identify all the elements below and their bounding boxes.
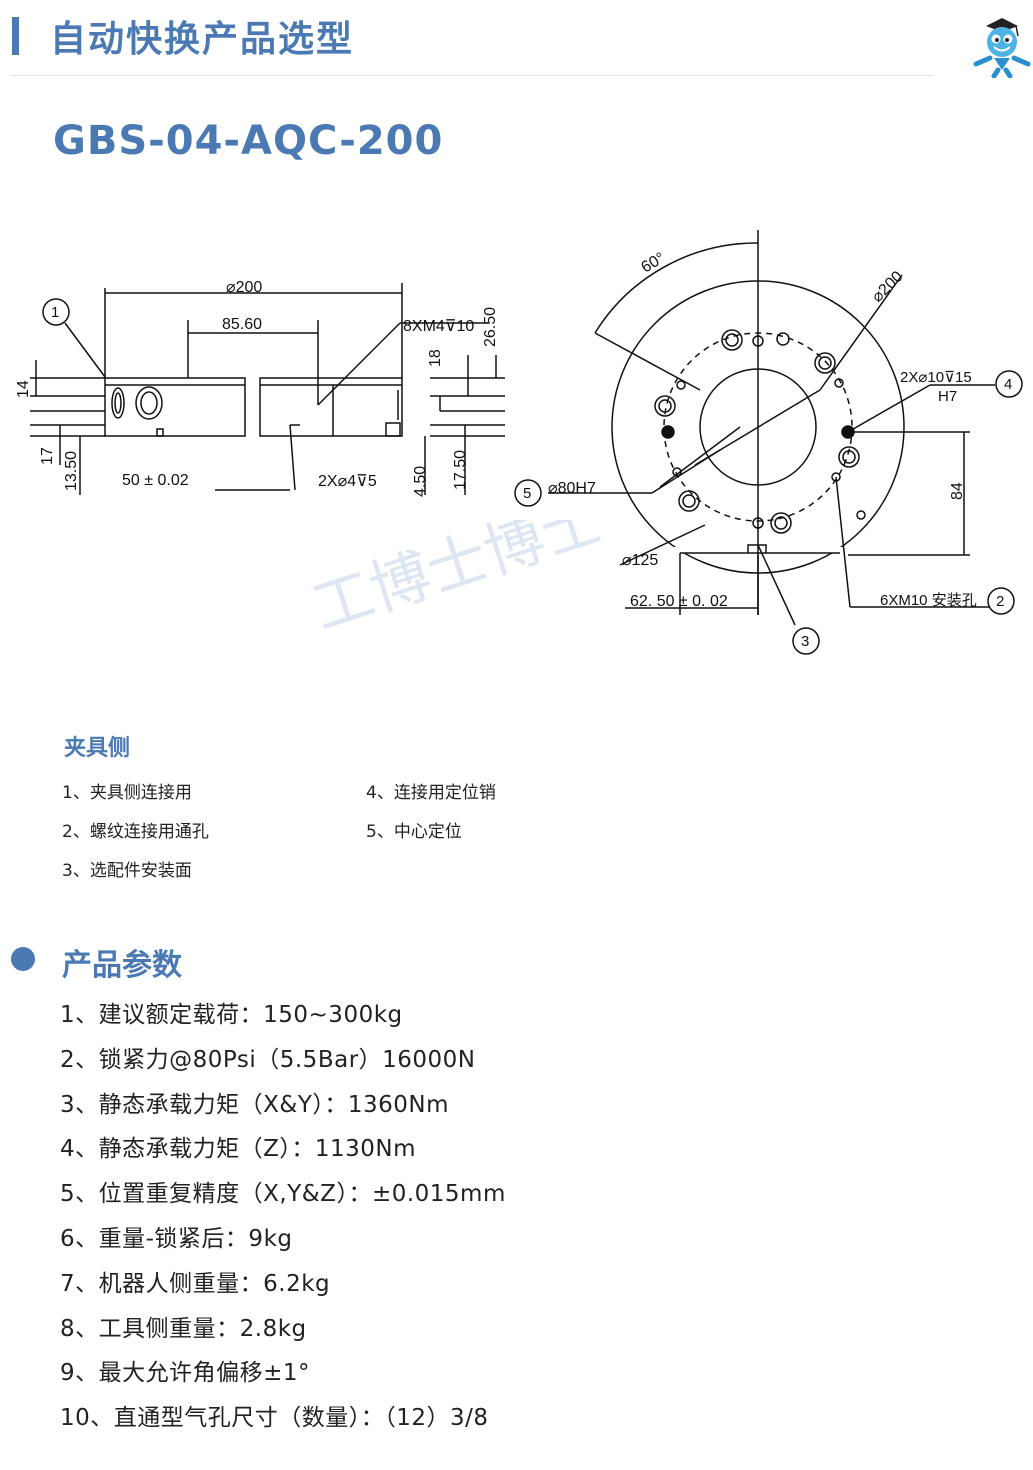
dim-17-50: 17.50 xyxy=(452,450,469,490)
dim-85-60: 85.60 xyxy=(222,316,262,333)
dim-phi200-left: ⌀200 xyxy=(226,279,262,296)
param-item: 3、静态承载力矩（X&Y）：1360Nm xyxy=(60,1091,450,1118)
param-item: 5、位置重复精度（X,Y&Z）：±0.015mm xyxy=(60,1181,506,1208)
param-item: 10、直通型气孔尺寸（数量）：（12）3/8 xyxy=(60,1405,489,1432)
dim-84: 84 xyxy=(949,482,966,500)
part-item-1: 1、夹具侧连接用 xyxy=(62,783,192,803)
technical-drawing: ⌀200 85.60 8XM4⊽10 26.50 18 14 17 13.50 … xyxy=(15,230,1023,655)
callout-1: 1 xyxy=(51,304,59,321)
header-accent-bar xyxy=(12,17,19,55)
dim-holes: 2X⌀4⊽5 xyxy=(318,473,377,490)
header-divider xyxy=(12,75,932,76)
callout-5: 5 xyxy=(523,485,531,502)
part-item-4: 4、连接用定位销 xyxy=(366,783,496,803)
side-view-left-block xyxy=(104,377,246,437)
page-title: 自动快换产品选型 xyxy=(50,19,355,60)
dim-angle: 60° xyxy=(639,250,668,277)
param-item: 6、重量-锁紧后：9kg xyxy=(60,1225,293,1252)
param-item: 7、机器人侧重量：6.2kg xyxy=(60,1270,331,1297)
dim-62-50: 62. 50 ± 0. 02 xyxy=(630,593,728,610)
params-bullet-icon xyxy=(11,947,35,971)
param-item: 9、最大允许角偏移±1° xyxy=(60,1360,311,1387)
dim-4-50: 4.50 xyxy=(412,466,429,497)
dim-17: 17 xyxy=(39,447,56,465)
param-item: 4、静态承载力矩（Z）：1130Nm xyxy=(60,1136,417,1163)
dim-phi125: ⌀125 xyxy=(622,552,658,569)
callout-2: 2 xyxy=(996,593,1004,610)
dim-13-50: 13.50 xyxy=(63,451,80,491)
dim-pin: 2X⌀10⊽15 xyxy=(900,369,972,386)
dim-50: 50 ± 0.02 xyxy=(122,472,189,489)
dim-center: ⌀80H7 xyxy=(548,480,596,497)
dim-phi200-right: ⌀200 xyxy=(869,268,907,306)
mascot-icon xyxy=(973,18,1031,78)
callout-3: 3 xyxy=(801,633,809,650)
param-item: 8、工具侧重量：2.8kg xyxy=(60,1315,307,1342)
dim-26-50: 26.50 xyxy=(482,307,499,347)
dim-18: 18 xyxy=(427,349,444,367)
dim-mount: 6XM10 安装孔 xyxy=(880,592,977,609)
part-item-2: 2、螺纹连接用通孔 xyxy=(62,822,209,842)
side-view-right-block xyxy=(259,377,403,437)
params-title: 产品参数 xyxy=(62,948,182,983)
param-item: 1、建议额定载荷：150~300kg xyxy=(60,1002,403,1028)
callout-4: 4 xyxy=(1004,376,1012,393)
dim-thread: 8XM4⊽10 xyxy=(403,318,474,335)
side-title: 夹具侧 xyxy=(64,736,131,761)
part-item-3: 3、选配件安装面 xyxy=(62,861,192,881)
params-list: 1、建议额定载荷：150~300kg 2、锁紧力@80Psi（5.5Bar）16… xyxy=(60,995,506,1443)
dim-14: 14 xyxy=(15,380,32,398)
dim-h7: H7 xyxy=(938,388,957,405)
param-item: 2、锁紧力@80Psi（5.5Bar）16000N xyxy=(60,1046,476,1073)
model-number: GBS-04-AQC-200 xyxy=(53,118,444,164)
part-item-5: 5、中心定位 xyxy=(366,822,462,842)
